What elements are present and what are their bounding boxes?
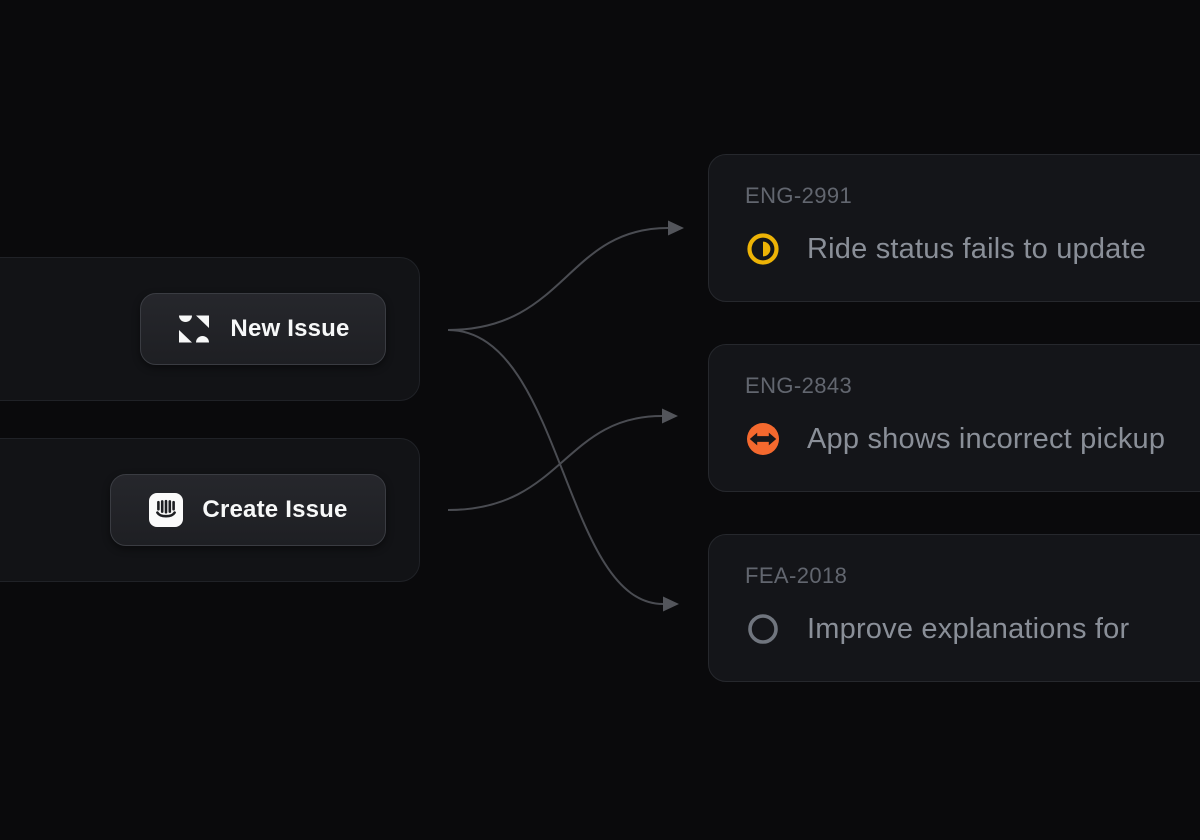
- status-todo-icon: [748, 614, 778, 644]
- issue-id: FEA-2018: [745, 563, 848, 588]
- issue-title: App shows incorrect pickup: [807, 422, 1166, 455]
- new-issue-button[interactable]: New Issue: [140, 293, 386, 365]
- issue-title: Ride status fails to update: [807, 232, 1147, 265]
- connector-new-issue-to-fea-2018: [447, 329, 664, 605]
- issue-card-fea-2018[interactable]: FEA-2018 Improve explanations for: [708, 534, 1200, 682]
- issue-id: ENG-2843: [745, 373, 853, 398]
- new-issue-button-label: New Issue: [230, 315, 350, 342]
- status-urgent-swap-icon: [747, 423, 779, 455]
- issue-card-eng-2991[interactable]: ENG-2991 Ride status fails to update: [708, 154, 1200, 302]
- issue-id: ENG-2991: [745, 183, 853, 208]
- arrowhead-fea-2018: [663, 596, 679, 612]
- create-issue-button[interactable]: Create Issue: [110, 474, 386, 546]
- issue-title: Improve explanations for: [807, 612, 1130, 645]
- source-card-zendesk: New Issue: [0, 257, 420, 401]
- arrowhead-eng-2843: [662, 408, 678, 424]
- intercom-logo-icon: [149, 493, 184, 527]
- create-issue-button-label: Create Issue: [202, 496, 348, 523]
- zendesk-logo-icon: [179, 315, 210, 343]
- arrowhead-eng-2991: [668, 220, 684, 236]
- status-in-progress-icon: [747, 233, 779, 265]
- issue-card-eng-2843[interactable]: ENG-2843 App shows incorrect pickup: [708, 344, 1200, 492]
- connector-new-issue-to-eng-2991: [447, 227, 669, 331]
- source-card-intercom: Create Issue: [0, 438, 420, 582]
- connector-create-issue-to-eng-2843: [447, 415, 663, 511]
